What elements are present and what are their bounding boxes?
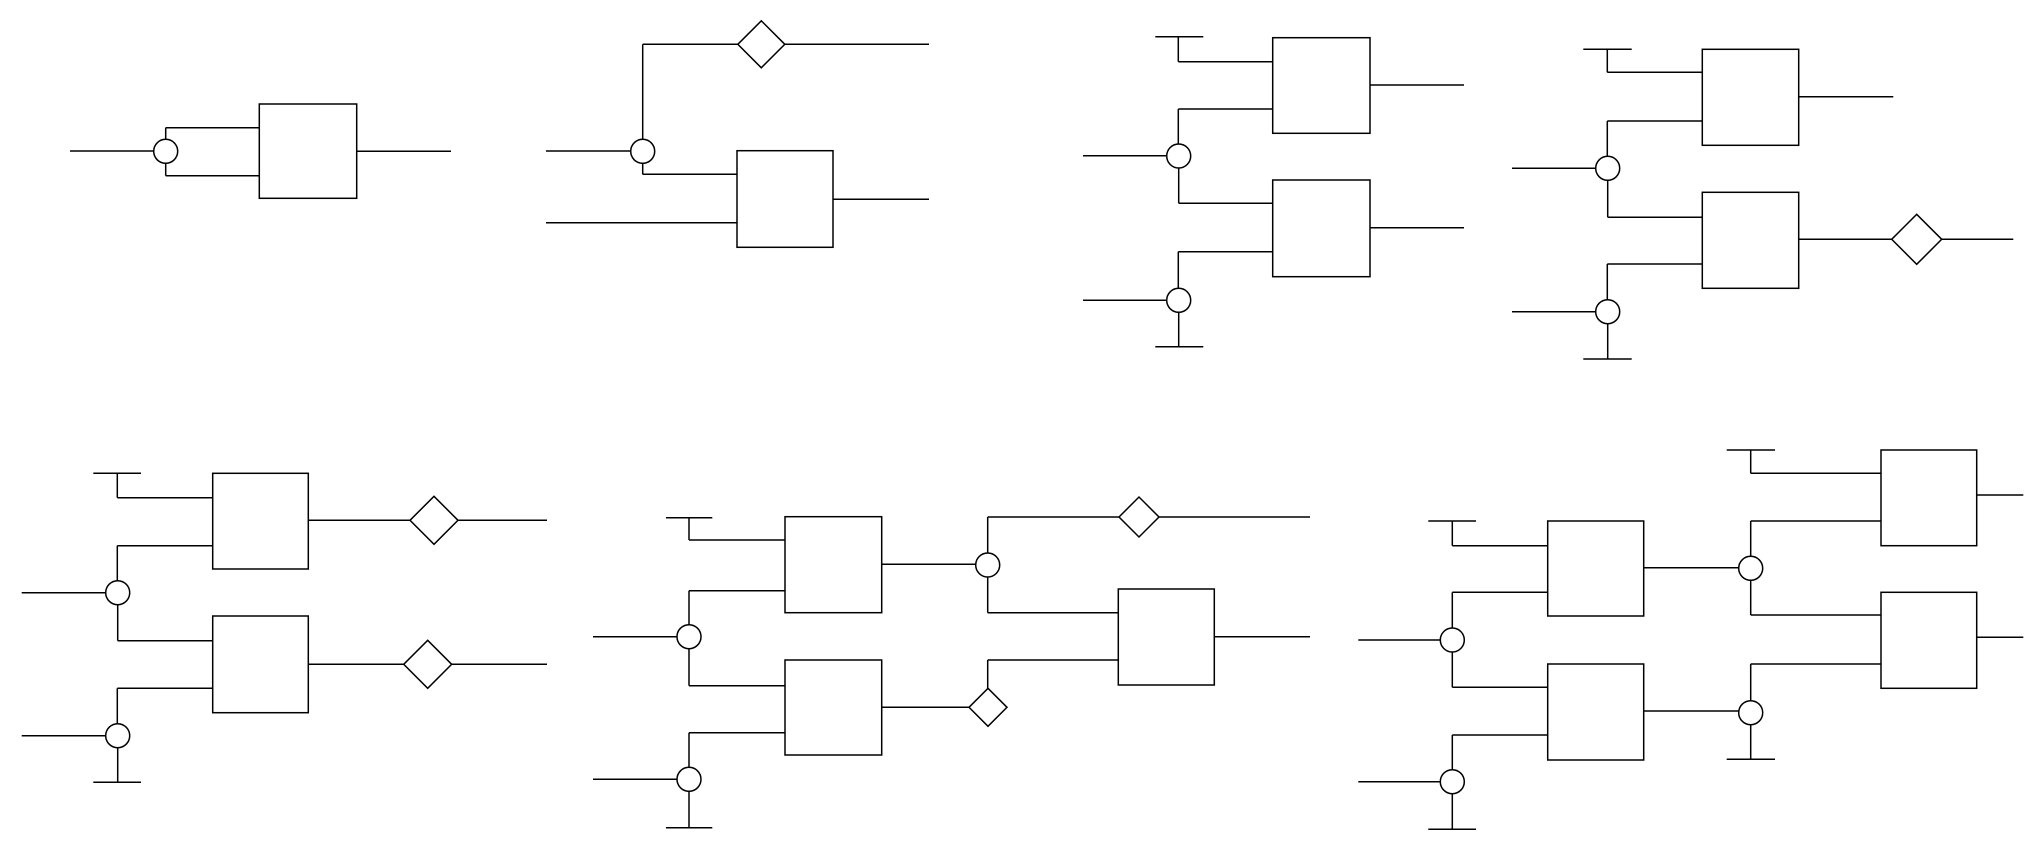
connector-node (629, 138, 656, 165)
port-diamond (736, 19, 786, 69)
block (1701, 191, 1800, 290)
connector-node (676, 623, 702, 650)
block (1701, 48, 1800, 147)
connector-node (1594, 298, 1621, 325)
diagram-3 (1083, 35, 1464, 348)
block (736, 149, 834, 249)
diagram-5 (21, 472, 547, 784)
port-diamond (1890, 213, 1943, 266)
connector-node (1165, 143, 1192, 169)
connector-node (104, 579, 131, 606)
connector-node (676, 766, 702, 793)
diagram-2 (546, 19, 929, 249)
block (1546, 663, 1645, 761)
block (1271, 179, 1371, 278)
connector-node (152, 138, 179, 165)
block (1271, 36, 1371, 135)
port-diamond (402, 639, 453, 690)
port-diamond (408, 495, 460, 546)
diagram-4 (1512, 48, 2014, 360)
connector-node (1594, 155, 1621, 182)
connector-node (1737, 555, 1764, 582)
diagram-7 (1358, 449, 2024, 831)
block (1880, 591, 1978, 690)
block (784, 515, 883, 614)
connector-node (1165, 287, 1192, 314)
block (1880, 449, 1978, 547)
port-diamond (967, 687, 1009, 728)
block (784, 659, 883, 756)
diagram-1 (70, 103, 451, 200)
connector-node (1737, 699, 1764, 726)
block (211, 615, 310, 714)
block (1546, 520, 1645, 617)
connector-node (104, 722, 131, 749)
connector-node (1439, 627, 1466, 653)
diagram-6 (593, 495, 1310, 829)
connector-node (974, 552, 1001, 578)
block (211, 472, 310, 570)
connector-node (1439, 768, 1466, 795)
block (258, 103, 358, 200)
port-diamond (1117, 495, 1161, 539)
block (1117, 588, 1216, 686)
